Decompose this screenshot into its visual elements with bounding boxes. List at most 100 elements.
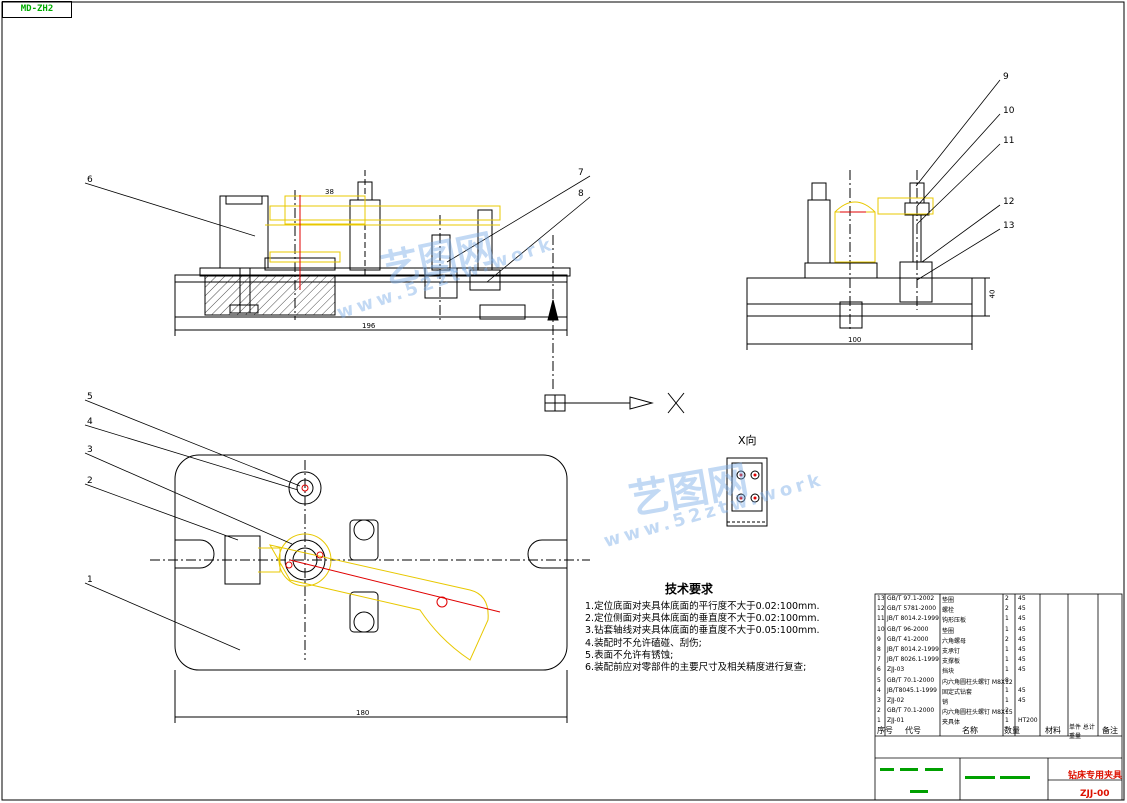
parts-cell: 45 bbox=[1018, 646, 1026, 653]
notes-title: 技术要求 bbox=[665, 582, 714, 596]
parts-cell: HT200 bbox=[1018, 717, 1038, 725]
parts-cell: 1 bbox=[1005, 697, 1009, 704]
parts-cell: 垫圈 bbox=[942, 597, 955, 604]
parts-cell: 1 bbox=[1005, 666, 1009, 674]
parts-cell: 1 bbox=[877, 717, 881, 725]
parts-cell: 8 bbox=[1005, 676, 1009, 684]
side-view bbox=[746, 170, 990, 350]
balloon-7: 7 bbox=[578, 168, 584, 178]
parts-cell: 钩形压板 bbox=[942, 617, 967, 625]
balloon-12: 12 bbox=[1003, 197, 1015, 207]
parts-cell: ZJJ-02 bbox=[887, 697, 905, 704]
hdr-code: 代号 bbox=[905, 726, 921, 735]
note-4: 4.装配时不允许磕碰、刮伤; bbox=[585, 637, 702, 649]
parts-cell: 45 bbox=[1018, 595, 1026, 602]
note-2: 2.定位侧面对夹具体底面的垂直度不大于0.02:100mm. bbox=[585, 613, 820, 625]
parts-cell: GB/T 70.1-2000 bbox=[887, 707, 935, 715]
parts-cell: 1 bbox=[1005, 646, 1009, 653]
balloon-5: 5 bbox=[87, 392, 93, 402]
parts-cell: ZJJ-01 bbox=[887, 717, 905, 725]
note-5: 5.表面不允许有锈蚀; bbox=[585, 649, 674, 661]
hdr-qty: 数量 bbox=[1004, 726, 1020, 735]
parts-cell: JB/T 8014.2-1999 bbox=[887, 646, 939, 653]
parts-cell: 夹具体 bbox=[942, 719, 961, 727]
note-6: 6.装配前应对零部件的主要尺寸及相关精度进行复查; bbox=[585, 662, 807, 674]
parts-cell: 10 bbox=[877, 625, 885, 633]
balloon-6: 6 bbox=[87, 175, 93, 185]
dim-side-width: 100 bbox=[848, 336, 862, 344]
drawing-code: ZJJ-00 bbox=[1080, 789, 1110, 799]
parts-cell: 45 bbox=[1018, 605, 1026, 613]
plan-workpiece bbox=[258, 533, 489, 661]
parts-cell: 2 bbox=[1005, 635, 1009, 643]
balloon-4: 4 bbox=[87, 417, 93, 427]
plan-view bbox=[150, 454, 590, 723]
parts-cell: GB/T 5781-2000 bbox=[887, 605, 937, 613]
parts-cell: 6 bbox=[877, 666, 881, 674]
leader-lines bbox=[84, 79, 1001, 651]
parts-cell: 2 bbox=[1005, 595, 1009, 602]
balloon-10: 10 bbox=[1003, 106, 1015, 116]
technical-requirements: 技术要求 1.定位底面对夹具体底面的平行度不大于0.02:100mm. 2.定位… bbox=[585, 580, 865, 674]
note-1: 1.定位底面对夹具体底面的平行度不大于0.02:100mm. bbox=[585, 601, 820, 612]
parts-cell: 垫圈 bbox=[942, 627, 955, 635]
parts-cell: 2 bbox=[1005, 707, 1009, 715]
parts-cell: 1 bbox=[1005, 625, 1009, 633]
parts-cell: 11 bbox=[877, 615, 885, 623]
dim-side-height: 40 bbox=[988, 289, 997, 299]
title-green-marks bbox=[880, 768, 1030, 793]
parts-cell: GB/T 70.1-2000 bbox=[887, 676, 935, 684]
parts-cell: 2 bbox=[877, 707, 881, 715]
hdr-name: 名称 bbox=[962, 726, 978, 735]
parts-cell: 45 bbox=[1018, 635, 1026, 643]
parts-cell: 45 bbox=[1018, 666, 1026, 674]
parts-cell: 2 bbox=[1005, 605, 1009, 613]
dim-plan-width: 180 bbox=[356, 709, 370, 717]
parts-cell: 支撑板 bbox=[942, 658, 961, 666]
parts-cell: 六角螺母 bbox=[942, 637, 967, 645]
parts-cell: JB/T 8014.2-1999 bbox=[887, 615, 939, 623]
parts-cell: 45 bbox=[1018, 625, 1026, 633]
parts-cell: 45 bbox=[1018, 697, 1026, 704]
parts-list-grid bbox=[874, 593, 1123, 801]
parts-cell: 7 bbox=[877, 656, 881, 664]
parts-cell: GB/T 96-2000 bbox=[887, 625, 929, 633]
x-view-detail bbox=[726, 457, 768, 527]
parts-cell: 45 bbox=[1018, 686, 1026, 694]
parts-cell: 4 bbox=[877, 686, 881, 694]
front-workpiece bbox=[265, 195, 501, 263]
balloon-13: 13 bbox=[1003, 221, 1015, 231]
balloon-2: 2 bbox=[87, 476, 93, 486]
dim-front-width: 196 bbox=[362, 322, 376, 330]
drawing-name: 钻床专用夹具 bbox=[1068, 771, 1123, 781]
parts-cell: 13 bbox=[877, 595, 885, 602]
parts-cell: 内六角圆柱头螺钉 M8X15 bbox=[942, 709, 1013, 717]
balloon-11: 11 bbox=[1003, 136, 1015, 146]
parts-cell: 挡块 bbox=[942, 668, 955, 676]
balloon-8: 8 bbox=[578, 189, 584, 199]
parts-cell: GB/T 97.1-2002 bbox=[887, 595, 935, 602]
parts-cell: 45 bbox=[1018, 615, 1026, 623]
parts-cell: 销 bbox=[942, 699, 949, 706]
dim-top-gap: 38 bbox=[325, 188, 334, 196]
hdr-material: 材料 bbox=[1045, 726, 1061, 735]
front-view bbox=[174, 170, 571, 390]
parts-cell: 1 bbox=[1005, 615, 1009, 623]
plan-red bbox=[285, 484, 501, 613]
balloon-1: 1 bbox=[87, 575, 93, 585]
balloon-3: 3 bbox=[87, 445, 93, 455]
parts-cell: 3 bbox=[877, 697, 881, 704]
parts-cell: 1 bbox=[1005, 686, 1009, 694]
hdr-weight: 单件 总计 重量 bbox=[1069, 724, 1095, 740]
view-arrow-x bbox=[544, 392, 685, 414]
parts-cell: 12 bbox=[877, 605, 885, 613]
parts-cell: 5 bbox=[877, 676, 881, 684]
parts-cell: GB/T 41-2000 bbox=[887, 635, 929, 643]
x-view-label: X向 bbox=[738, 434, 757, 447]
parts-cell: 螺栓 bbox=[942, 607, 955, 615]
parts-cell: 1 bbox=[1005, 656, 1009, 664]
parts-cell: JB/T 8026.1-1999 bbox=[887, 656, 939, 664]
x-view-red bbox=[739, 473, 757, 500]
